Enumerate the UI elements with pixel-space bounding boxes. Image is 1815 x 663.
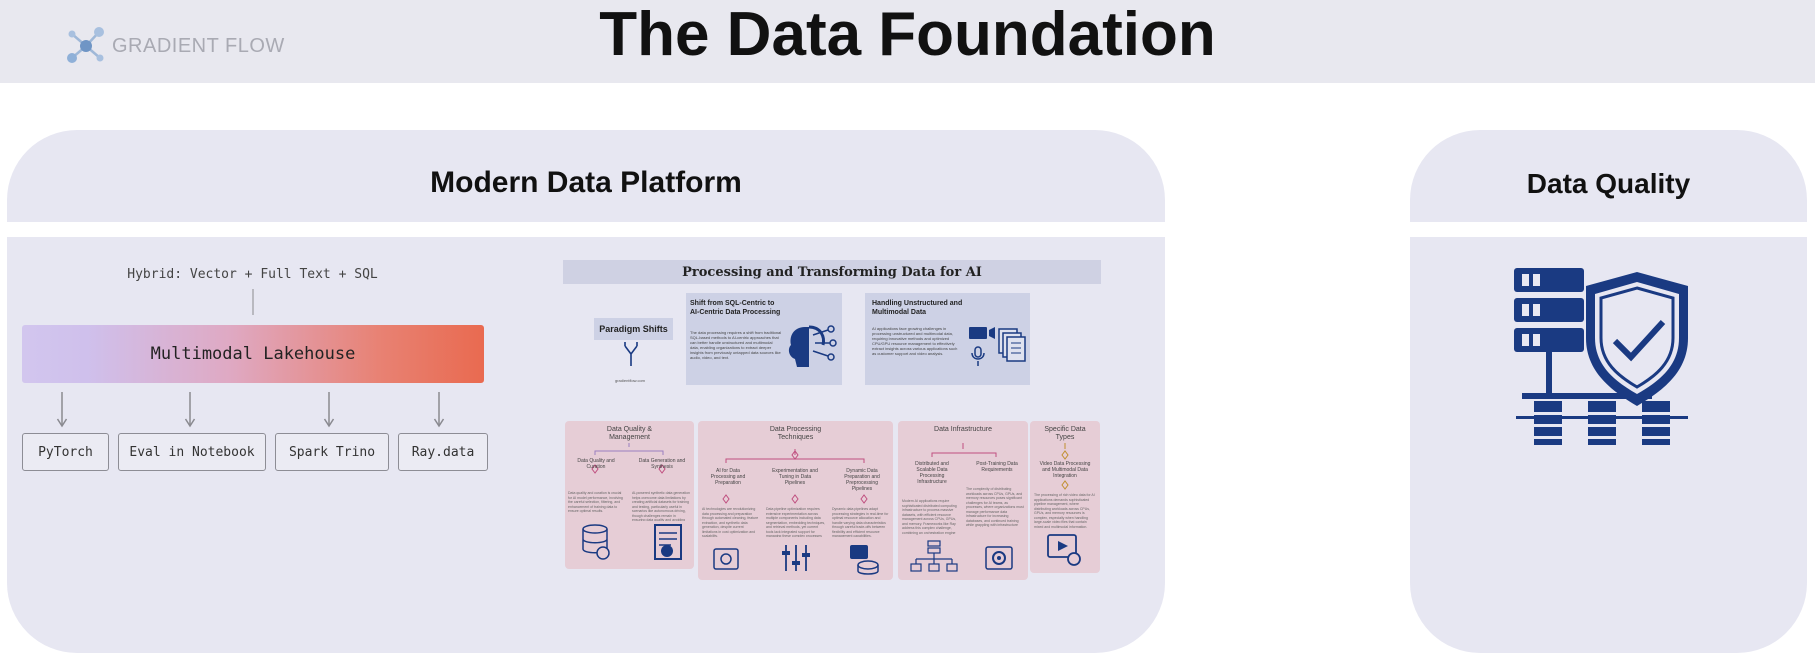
specific-data-types-title: Specific Data Types: [1044, 426, 1086, 441]
unstructured-card-title: Handling Unstructured and Multimodal Dat…: [872, 300, 963, 316]
paradigm-shifts-text: Paradigm Shifts: [599, 324, 668, 334]
quality-curation-label: Data Quality and Curation: [577, 458, 615, 470]
unstructured-card: Handling Unstructured and Multimodal Dat…: [865, 293, 1030, 385]
video-processing-label: Video Data Processing and Multimodal Dat…: [1039, 461, 1091, 479]
diamond-marker-icon: [1061, 480, 1069, 490]
unstructured-card-text: AI applications face growing challenges …: [872, 326, 958, 356]
database-document-icons: [582, 524, 682, 560]
brand-logo: GRADIENT FLOW: [66, 26, 285, 66]
brain-chip-icon: [788, 325, 837, 367]
processing-techniques-card: Data Processing Techniques AI for Data P…: [698, 421, 893, 580]
infographic-title: Processing and Transforming Data for AI: [563, 260, 1101, 284]
media-documents-icon: [969, 327, 1026, 366]
arrow-down-icon: [184, 392, 196, 428]
tree-connector-icon: [931, 443, 997, 457]
database-shield-icon: [1514, 268, 1688, 445]
dynamic-preparation-label: Dynamic Data Preparation and Preprocessi…: [844, 468, 880, 492]
hybrid-label: Hybrid: Vector + Full Text + SQL: [127, 267, 378, 282]
tool-box-pytorch: PyTorch: [22, 433, 109, 471]
connector-line: [252, 289, 254, 315]
post-training-label: Post-Training Data Requirements: [976, 461, 1018, 473]
video-processing-text: The processing of rich video data for AI…: [1034, 493, 1095, 529]
post-training-text: The complexity of distributing workloads…: [966, 487, 1024, 527]
quality-curation-text: Data quality and curation is crucial for…: [568, 491, 623, 513]
arrow-down-icon: [433, 392, 445, 428]
brand-name: GRADIENT FLOW: [112, 34, 285, 57]
site-label: gradientflow.com: [614, 378, 645, 383]
shift-card-title: Shift from SQL-Centric to AI-Centric Dat…: [690, 300, 781, 316]
ai-processing-label: AI for Data Processing and Preparation: [710, 468, 746, 486]
dynamic-preparation-text: Dynamic data pipelines adapt processing …: [832, 507, 889, 537]
arrow-down-icon: [323, 392, 335, 428]
data-generation-label: Data Generation and Synthesis: [638, 458, 686, 470]
ai-processing-text: AI technologies are revolutionizing data…: [702, 507, 759, 537]
platform-title: Modern Data Platform: [430, 166, 742, 199]
shift-card-text: The data processing requires a shift fro…: [690, 330, 782, 360]
data-quality-title: Data Quality: [1526, 168, 1691, 199]
specific-data-types-card: Specific Data Types Video Data Processin…: [1030, 421, 1100, 573]
video-gear-icon: [1047, 534, 1081, 566]
data-infrastructure-title: Data Infrastructure: [934, 426, 992, 433]
quality-management-title: Data Quality & Management: [606, 426, 653, 441]
diamond-marker-icon: [1061, 443, 1069, 460]
processing-icons: [713, 545, 879, 575]
gradient-flow-logo-icon: [67, 27, 104, 63]
distributed-processing-text: Modern AI applications require sophistic…: [902, 499, 957, 535]
tree-connector-icon: [591, 443, 666, 474]
diamond-markers-icon: [722, 494, 868, 504]
header-bar: GRADIENT FLOW The Data Foundation: [0, 0, 1815, 83]
arrow-down-icon: [56, 392, 68, 428]
tool-box-ray-data: Ray.data: [398, 433, 488, 471]
experimentation-text: Data pipeline optimization requires exte…: [766, 507, 826, 537]
infrastructure-icons: [910, 540, 1013, 572]
quality-panel-header: Data Quality: [1410, 130, 1807, 222]
fork-arrows-icon: [624, 342, 638, 366]
experimentation-label: Experimentation and Tuning in Data Pipel…: [772, 468, 818, 486]
data-infrastructure-card: Data Infrastructure Distributed and Scal…: [898, 421, 1028, 580]
tree-connector-icon: [725, 449, 865, 463]
page-title: The Data Foundation: [599, 0, 1216, 69]
tool-box-spark-trino: Spark Trino: [275, 433, 389, 471]
distributed-processing-label: Distributed and Scalable Data Processing…: [915, 461, 949, 485]
shift-card: Shift from SQL-Centric to AI-Centric Dat…: [686, 293, 842, 385]
platform-panel-header: Modern Data Platform: [7, 130, 1165, 222]
tool-box-eval-notebook: Eval in Notebook: [118, 433, 266, 471]
processing-techniques-title: Data Processing Techniques: [769, 426, 822, 441]
multimodal-lakehouse-box: Multimodal Lakehouse: [22, 325, 484, 383]
paradigm-shifts-label: Paradigm Shifts: [594, 318, 673, 340]
data-generation-text: AI-powered synthetic data generation hel…: [632, 491, 690, 521]
quality-management-card: Data Quality & Management Data Quality a…: [565, 421, 694, 569]
